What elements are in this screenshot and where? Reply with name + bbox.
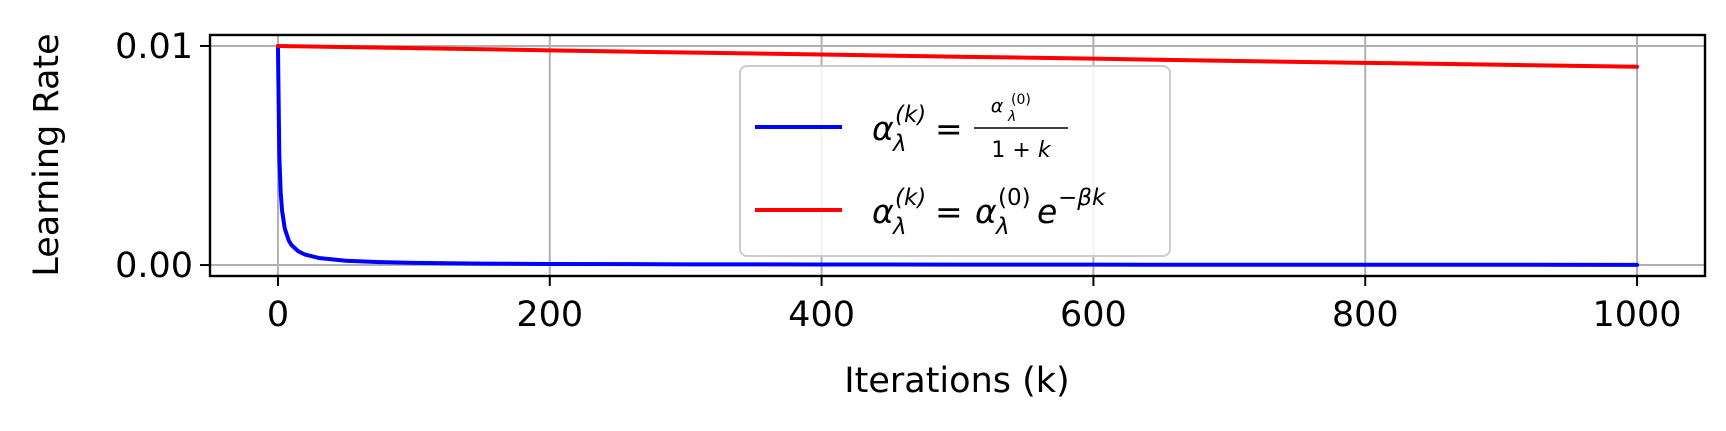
x-tick-label: 400 (788, 295, 855, 335)
series-lines (275, 43, 1640, 267)
svg-text:1 + k: 1 + k (991, 138, 1051, 163)
x-tick-label: 800 (1332, 295, 1399, 335)
svg-text:(0): (0) (1011, 92, 1031, 108)
svg-text:α: α (991, 95, 1004, 117)
svg-text:e: e (1037, 192, 1057, 231)
svg-text:=: = (935, 109, 963, 148)
svg-text:(k): (k) (895, 102, 926, 128)
svg-text:(k): (k) (895, 185, 926, 211)
x-tick-label: 600 (1060, 295, 1127, 335)
x-tick-label: 200 (516, 295, 583, 335)
svg-text:−βk: −βk (1058, 185, 1107, 211)
x-tick-label: 0 (267, 295, 289, 335)
svg-text:α: α (975, 192, 997, 231)
y-tick-label: 0.00 (115, 246, 193, 286)
ticks: 0 200 400 600 800 1000 0.00 0.01 (115, 27, 1682, 335)
svg-text:=: = (935, 192, 963, 231)
svg-text:α: α (872, 192, 894, 231)
svg-text:α: α (872, 109, 894, 148)
svg-text:λ: λ (1007, 109, 1016, 125)
legend-entry-exponential: α (k) λ = α (0) λ e −βk (872, 185, 1107, 240)
legend: α (k) λ = α (0) λ 1 + k α (k) λ = α (0) … (739, 65, 1171, 257)
legend-box (739, 65, 1171, 257)
y-tick-label: 0.01 (115, 27, 193, 67)
svg-text:λ: λ (891, 214, 907, 240)
svg-text:λ: λ (994, 214, 1010, 240)
x-tick-label: 1000 (1593, 295, 1682, 335)
series-line-harmonic-decay (275, 43, 1640, 267)
series-line-exponential-decay (275, 43, 1640, 69)
plot-frame (208, 33, 1707, 278)
y-axis-label: Learning Rate (27, 33, 67, 276)
svg-text:(0): (0) (998, 185, 1031, 211)
svg-text:λ: λ (891, 131, 907, 157)
legend-entry-harmonic: α (k) λ = α (0) λ 1 + k (872, 92, 1068, 163)
x-axis-label: Iterations (k) (844, 361, 1069, 401)
